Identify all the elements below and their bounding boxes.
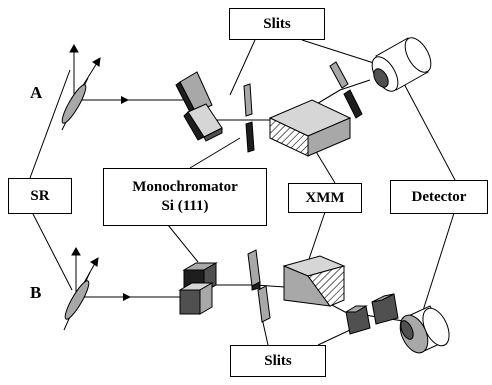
monochromator-label: Monochromator Si (111) bbox=[103, 168, 267, 226]
slits-a2-icon bbox=[329, 61, 363, 119]
sample-a-disc bbox=[61, 84, 87, 124]
sample-b-disc bbox=[64, 280, 90, 320]
slit-a1-upper bbox=[243, 83, 253, 117]
mono-label-to-mono-a bbox=[189, 137, 241, 169]
ring-sr-to-b bbox=[32, 213, 73, 291]
slits-bottom-text: Slits bbox=[264, 352, 292, 369]
sr-label: SR bbox=[8, 178, 72, 214]
slits-top-label: Slits bbox=[229, 8, 325, 40]
mono-b-crystal2-front bbox=[179, 289, 201, 315]
sample-b-axis-tip bbox=[71, 246, 81, 256]
slit-a1-lower bbox=[245, 121, 255, 153]
slit-b1-lower bbox=[257, 285, 271, 323]
mono-b-crystal2-side bbox=[199, 282, 213, 315]
xmm-b-side bbox=[307, 265, 345, 307]
slits-bottom-to-slit1 bbox=[261, 317, 269, 346]
monochromator-line2: Si (111) bbox=[161, 198, 209, 214]
slits-top-to-slit1 bbox=[229, 39, 256, 96]
detector-a-icon bbox=[371, 37, 432, 92]
sample-a-icon bbox=[61, 43, 101, 131]
mono-a-crystal2-bottom bbox=[203, 127, 223, 142]
slit-b1-edge bbox=[251, 281, 261, 291]
monochromator-a-icon bbox=[175, 71, 223, 142]
slits-b1-icon bbox=[247, 249, 271, 323]
xmm-label: XMM bbox=[288, 183, 362, 213]
slit-b2-block2-top bbox=[371, 293, 395, 303]
sample-b-icon bbox=[63, 246, 99, 331]
row-a-letter: A bbox=[30, 83, 43, 102]
detector-a-to-label bbox=[401, 79, 456, 181]
monochromator-b-icon bbox=[178, 262, 218, 315]
sr-text: SR bbox=[30, 187, 50, 204]
sample-b-axis-tip-2 bbox=[90, 257, 99, 267]
label-to-detector-b bbox=[419, 209, 456, 321]
xmm-b-icon bbox=[282, 255, 346, 307]
detector-b-icon bbox=[399, 305, 450, 354]
detector-a-window bbox=[373, 68, 389, 88]
slit-a2-upper bbox=[329, 61, 349, 89]
detector-b-window bbox=[400, 320, 414, 340]
xmm-text: XMM bbox=[305, 189, 345, 206]
detector-text: Detector bbox=[411, 188, 467, 205]
mono-label-to-mono-b bbox=[167, 224, 199, 263]
slit-b2-block1-top bbox=[344, 305, 368, 313]
slits-top-text: Slits bbox=[263, 15, 291, 32]
mono-a-crystal2-side bbox=[183, 111, 205, 141]
slits-b2-icon bbox=[344, 293, 399, 335]
row-b-letter: B bbox=[30, 283, 42, 302]
detector-a-back bbox=[404, 37, 432, 73]
xmm-a-icon bbox=[268, 99, 352, 157]
label-connectors bbox=[29, 39, 456, 346]
sample-a-axis-tip bbox=[69, 43, 79, 53]
ring-a-to-sr bbox=[29, 69, 71, 179]
sample-a-axis-tip-2 bbox=[92, 57, 101, 67]
xmm-a-side bbox=[307, 117, 351, 157]
monochromator-line1: Monochromator bbox=[132, 179, 238, 195]
slits-bottom-to-slit2 bbox=[317, 329, 351, 346]
slit-a2-lower bbox=[343, 89, 363, 119]
slits-top-to-slit2 bbox=[301, 39, 381, 66]
slits-a1-icon bbox=[243, 83, 255, 153]
detector-label: Detector bbox=[390, 180, 488, 214]
xmm-label-to-xmm-b bbox=[307, 211, 326, 263]
slit-b1-upper bbox=[247, 249, 261, 287]
slits-bottom-label: Slits bbox=[230, 345, 326, 377]
